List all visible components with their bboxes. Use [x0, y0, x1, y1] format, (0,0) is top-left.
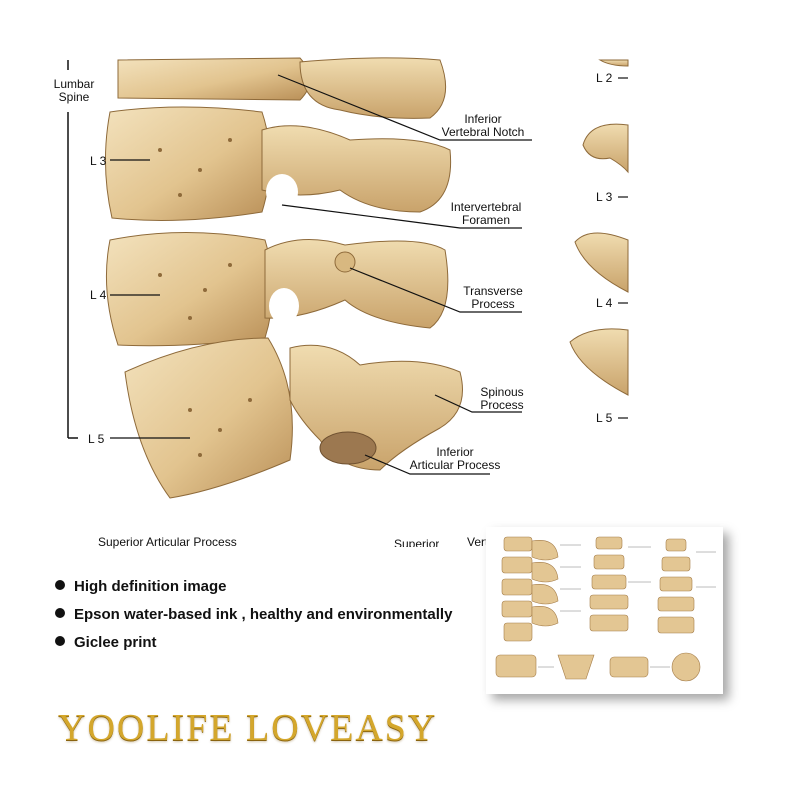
l2-process — [299, 57, 447, 119]
side-bone-3 — [574, 232, 629, 293]
feature-item: Epson water-based ink , healthy and envi… — [55, 606, 452, 634]
side-bone-2 — [582, 123, 629, 174]
l2-body-fragment — [117, 57, 311, 101]
l3-processes — [261, 125, 452, 213]
lumbar-spine-label: Lumbar Spine — [53, 77, 95, 104]
l4-body — [105, 232, 273, 347]
feature-item: Giclee print — [55, 634, 452, 662]
side-bone-1 — [598, 59, 629, 67]
level-label-l4: L 4 — [90, 288, 107, 302]
side-level-l5: L 5 — [596, 411, 613, 425]
feature-item: High definition image — [55, 578, 452, 606]
l3-body — [104, 106, 271, 221]
l4-processes — [264, 239, 449, 329]
inferior-vertebral-notch-label: Inferior Vertebral Notch — [441, 112, 525, 139]
superior-articular-process-label: Superior Articular Process — [98, 535, 237, 549]
transverse-process-label: Transverse Process — [463, 284, 523, 311]
l5-body — [124, 337, 293, 499]
bullet-icon — [55, 608, 65, 618]
bullet-icon — [55, 580, 65, 590]
feature-list: High definition image Epson water-based … — [55, 578, 452, 662]
l4-foramen — [269, 288, 299, 324]
l3-foramen — [266, 174, 298, 210]
vert-cut-label: Vert — [467, 535, 489, 549]
side-level-l3: L 3 — [596, 190, 613, 204]
superior-cut-label: Superior — [394, 537, 440, 547]
side-bone-4 — [569, 328, 629, 396]
inferior-articular-facet — [319, 431, 377, 465]
side-level-l2: L 2 — [596, 71, 613, 85]
level-label-l5: L 5 — [88, 432, 105, 446]
bullet-icon — [55, 636, 65, 646]
level-label-l3: L 3 — [90, 154, 107, 168]
poster-thumbnail — [486, 527, 723, 694]
inferior-articular-process-label: Inferior Articular Process — [409, 445, 501, 472]
brand-logo: YOOLIFE LOVEASY — [58, 707, 438, 749]
spinous-process-label: Spinous Process — [480, 385, 524, 412]
side-level-l4: L 4 — [596, 296, 613, 310]
poster-thumbnail-art — [495, 536, 716, 682]
intervertebral-foramen-label: Intervertebral Foramen — [450, 200, 522, 227]
